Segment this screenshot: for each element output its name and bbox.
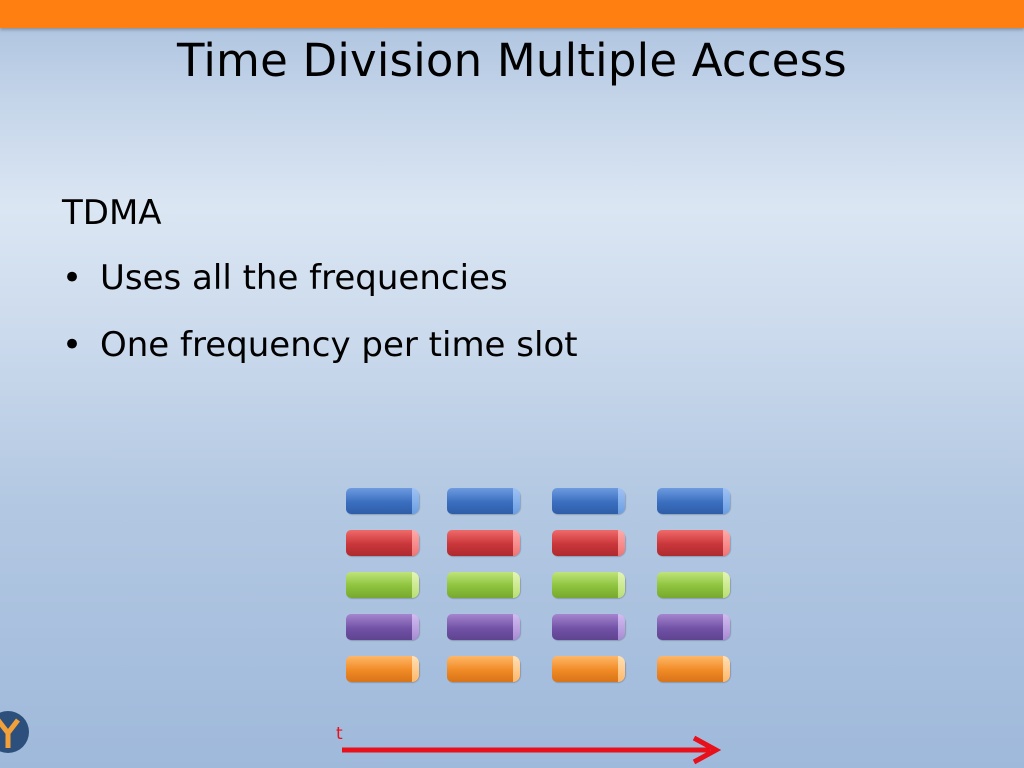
time-slot-red: [346, 530, 419, 556]
bullet-item: • One frequency per time slot: [62, 322, 578, 389]
time-slot-red: [657, 530, 730, 556]
bullet-list: • Uses all the frequencies • One frequen…: [62, 255, 578, 389]
time-slot-blue: [346, 488, 419, 514]
bullet-item: • Uses all the frequencies: [62, 255, 578, 322]
time-slot-green: [447, 572, 520, 598]
bullet-dot-icon: •: [62, 258, 83, 298]
time-slot-orange: [447, 656, 520, 682]
time-slot-purple: [447, 614, 520, 640]
section-heading: TDMA: [62, 193, 162, 233]
slide-title: Time Division Multiple Access: [177, 34, 847, 87]
time-slot-purple: [657, 614, 730, 640]
time-slot-green: [346, 572, 419, 598]
time-slot-blue: [552, 488, 625, 514]
time-axis-label: t: [336, 724, 343, 744]
time-slot-blue: [657, 488, 730, 514]
time-slot-blue: [447, 488, 520, 514]
time-slot-purple: [346, 614, 419, 640]
time-slot-orange: [346, 656, 419, 682]
y-logo-icon: [0, 711, 29, 753]
time-slot-orange: [552, 656, 625, 682]
bullet-dot-icon: •: [62, 325, 83, 365]
time-slot-orange: [657, 656, 730, 682]
time-slot-red: [552, 530, 625, 556]
time-slot-green: [552, 572, 625, 598]
orange-header-bar: [0, 0, 1024, 28]
time-slot-green: [657, 572, 730, 598]
time-slot-red: [447, 530, 520, 556]
time-slot-purple: [552, 614, 625, 640]
time-arrow-icon: [342, 735, 722, 765]
bullet-text: One frequency per time slot: [100, 325, 578, 365]
bullet-text: Uses all the frequencies: [100, 258, 508, 298]
